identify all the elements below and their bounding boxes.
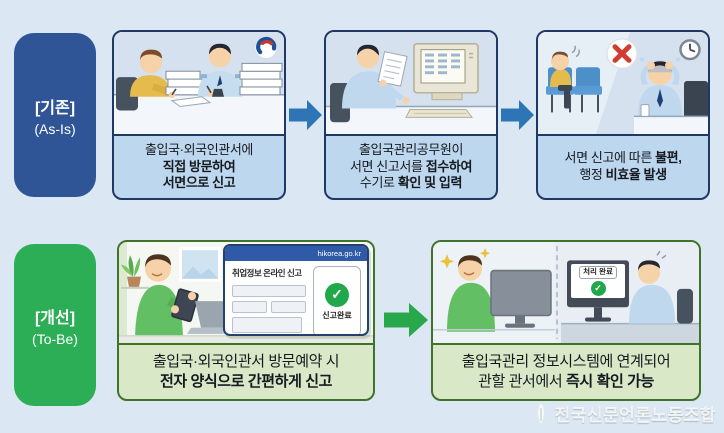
- caption-line: 출입국관리 정보시스템에 연계되어: [461, 352, 671, 370]
- caption-line: 서면 신고서를 접수하여: [349, 158, 473, 174]
- caption-line: 서면으로 신고: [162, 175, 236, 191]
- card-visit-in-person: 출입국·외국인관서에 직접 방문하여 서면으로 신고: [112, 30, 286, 200]
- clerk-computer-graphic: [326, 32, 496, 134]
- as-is-title: [기존]: [34, 99, 76, 117]
- illustration-counter-scene: [114, 32, 284, 136]
- plant-icon: [121, 255, 149, 289]
- hikorea-popup-window: hikorea.go.kr 취업정보 온라인 신고 ✓ 신고완: [223, 244, 369, 336]
- popup-title-bar: hikorea.go.kr: [225, 246, 367, 261]
- popup-url: hikorea.go.kr: [317, 249, 361, 258]
- card-caption: 출입국관리공무원이 서면 신고서를 접수하여 수기로 확인 및 입력: [326, 136, 496, 198]
- sparkle-icon: [440, 248, 490, 269]
- to-be-title: [개선]: [34, 309, 76, 327]
- form-field: [232, 317, 303, 333]
- paper-stack-left-icon: [165, 70, 203, 96]
- union-logo-icon: [537, 402, 544, 424]
- caption-line: 서면 신고에 따른 불편,: [564, 150, 682, 166]
- counter-scene-graphic: [114, 32, 284, 134]
- illustration-online-report: hikorea.go.kr 취업정보 온라인 신고 ✓ 신고완: [119, 242, 373, 345]
- form-field: [232, 301, 267, 313]
- to-be-label: [개선] (To-Be): [14, 244, 96, 406]
- card-inefficiency: 서면 신고에 따른 불편, 행정 비효율 발생: [536, 30, 710, 200]
- card-caption: 출입국관리 정보시스템에 연계되어 관할 관서에서 즉시 확인 가능: [433, 345, 699, 399]
- caption-line: 행정 비효율 발생: [579, 167, 667, 182]
- paper-form-icon: [377, 51, 408, 87]
- crt-computer-icon: [405, 43, 479, 118]
- illustration-waiting-stress: [538, 32, 708, 136]
- popup-form-title: 취업정보 온라인 신고: [232, 268, 302, 278]
- watermark: 전국신문언론노동조합: [533, 401, 716, 426]
- caption-line: 관할 관서에서 즉시 확인 가능: [478, 373, 654, 390]
- form-field: [271, 301, 306, 313]
- illustration-clerk-computer: [326, 32, 496, 136]
- error-x-icon: [606, 38, 638, 70]
- caption-line: 출입국·외국인관서 방문예약 시: [152, 352, 340, 370]
- flow-arrow-icon: [501, 100, 534, 135]
- caption-line: 출입국관리공무원이: [358, 141, 464, 157]
- card-system-link: 처리 완료 ✓ 출입국관리 정보시스템에 연계되어 관할 관서에서 즉시 확인 …: [431, 240, 701, 401]
- card-caption: 출입국·외국인관서에 직접 방문하여 서면으로 신고: [114, 136, 284, 198]
- as-is-label: [기존] (As-Is): [14, 33, 96, 197]
- to-be-subtitle: (To-Be): [32, 330, 78, 347]
- check-icon: ✓: [590, 280, 606, 296]
- paper-stack-right-icon: [239, 62, 283, 96]
- clock-icon: [679, 39, 701, 61]
- form-field: [232, 285, 306, 297]
- status-monitor-screen: 처리 완료 ✓: [571, 264, 625, 298]
- caption-line: 직접 방문하여: [162, 158, 236, 174]
- caption-line: 출입국·외국인관서에: [145, 141, 253, 157]
- watermark-text: 전국신문언론노동조합: [554, 406, 716, 425]
- as-is-subtitle: (As-Is): [34, 120, 76, 137]
- monitor-back-icon: [490, 269, 552, 328]
- card-caption: 출입국·외국인관서 방문예약 시 전자 양식으로 간편하게 신고: [119, 345, 373, 399]
- window-frame-icon: [179, 247, 221, 282]
- card-caption: 서면 신고에 따른 불편, 행정 비효율 발생: [538, 136, 708, 198]
- waiting-stress-graphic: [538, 32, 708, 134]
- report-complete-label: 신고완료: [322, 310, 352, 320]
- card-online-report: hikorea.go.kr 취업정보 온라인 신고 ✓ 신고완: [117, 240, 375, 401]
- process-complete-label: 처리 완료: [579, 266, 617, 279]
- illustration-system-link: 처리 완료 ✓: [433, 242, 699, 345]
- caption-line: 수기로 확인 및 입력: [359, 175, 463, 191]
- flow-arrow-icon: [289, 100, 322, 135]
- system-link-graphic: [433, 242, 699, 343]
- check-icon: ✓: [325, 282, 349, 307]
- report-complete-box: ✓ 신고완료: [313, 266, 361, 334]
- caption-line: 전자 양식으로 간편하게 신고: [159, 373, 333, 390]
- flow-arrow-icon: [384, 303, 428, 342]
- government-emblem-icon: [254, 36, 278, 59]
- card-manual-entry: 출입국관리공무원이 서면 신고서를 접수하여 수기로 확인 및 입력: [324, 30, 498, 200]
